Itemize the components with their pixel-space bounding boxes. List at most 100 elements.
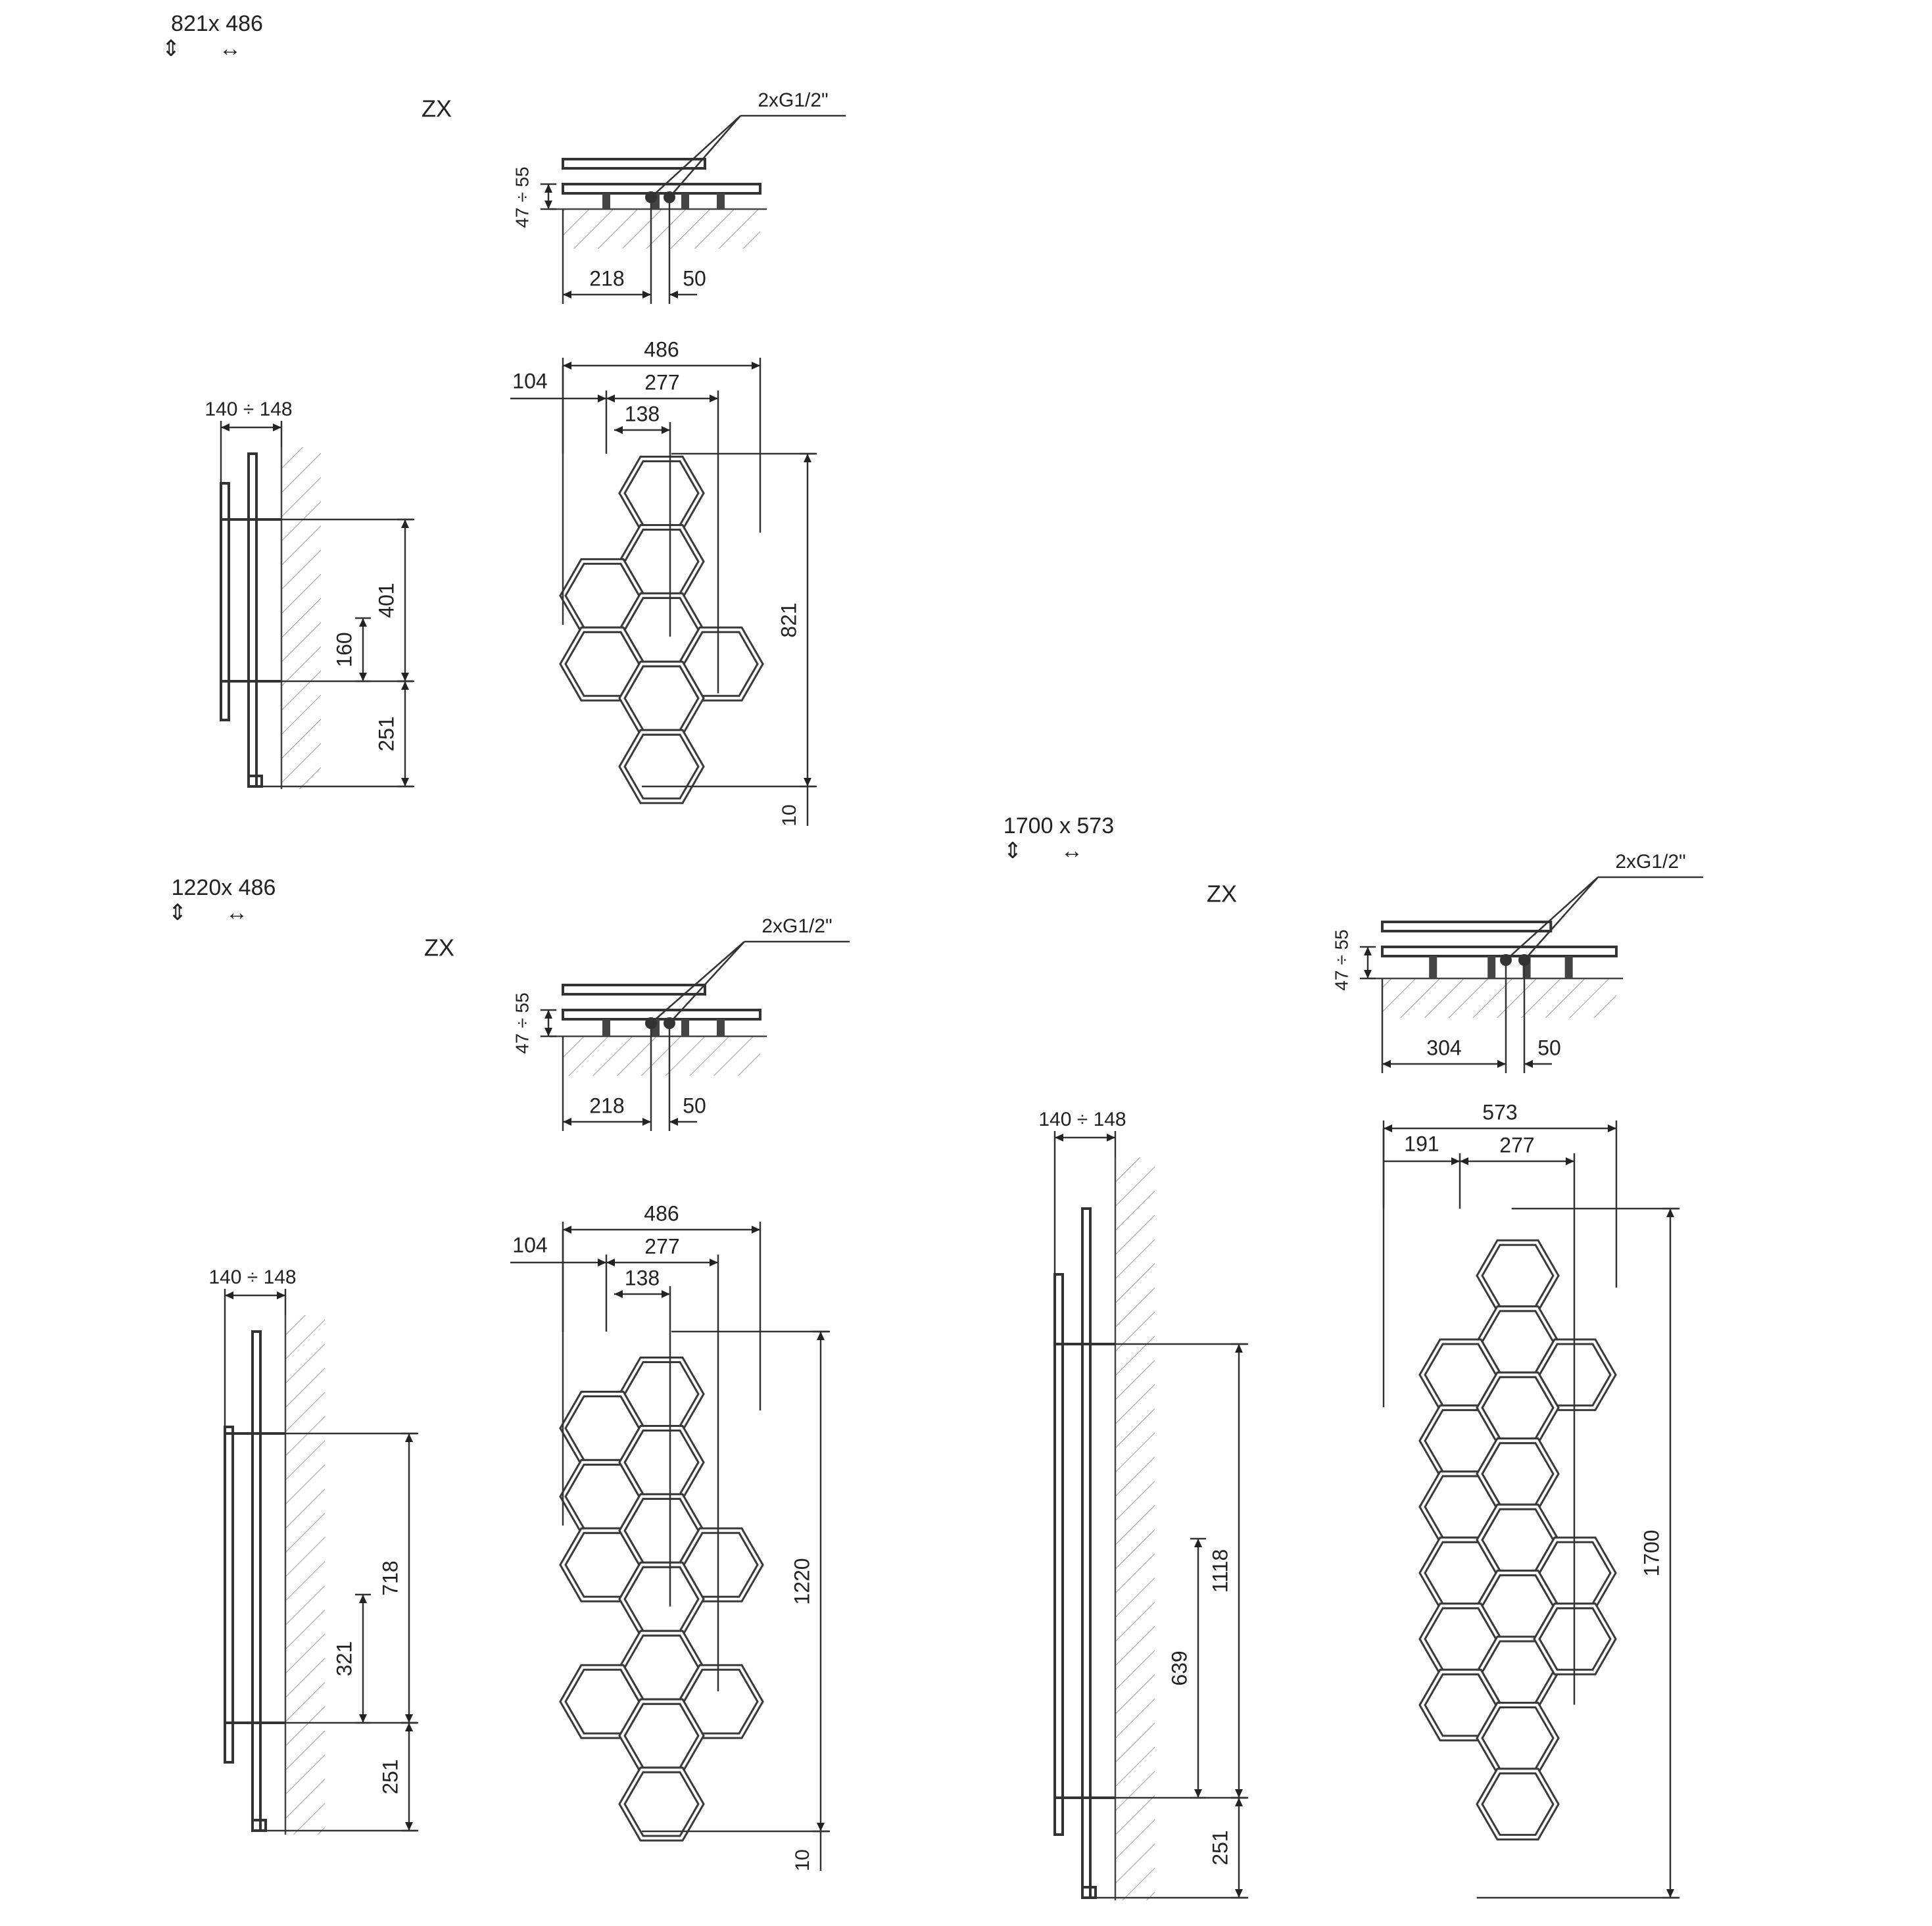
dimension-arrowhead: [221, 423, 229, 431]
offset-left-label: 104: [512, 1233, 547, 1257]
top-view-bracket: [1564, 956, 1573, 978]
top-view-front-bar: [562, 984, 706, 996]
hexagon-cell-inner: [620, 1768, 703, 1840]
dimension-arrowhead: [1384, 1124, 1392, 1132]
side-depth-label: 140 ÷ 148: [208, 1266, 296, 1288]
top-view-front-bar: [562, 158, 706, 170]
wall-hatch-top: [1382, 978, 1616, 1018]
dimension-arrowhead: [817, 1332, 825, 1340]
top-view-rear-bar: [562, 1009, 761, 1021]
dimension-arrowhead: [1608, 1124, 1616, 1132]
dimension-arrowhead: [1666, 1209, 1674, 1217]
dimension-arrowhead: [662, 426, 670, 434]
width-symbol-icon: ↔: [226, 900, 248, 925]
depth-range-label: 47 ÷ 55: [512, 166, 532, 228]
top-view-bracket: [717, 1019, 725, 1036]
side-rail-rear: [247, 452, 258, 788]
side-depth-label: 140 ÷ 148: [205, 398, 292, 420]
wall-hatch-side: [281, 447, 321, 789]
dimension-arrowhead: [606, 395, 615, 402]
top-offset-left-label: 218: [589, 1094, 624, 1117]
dimension-arrowhead: [544, 184, 552, 193]
side-rail-front: [224, 1426, 234, 1764]
spacing-label: 277: [644, 370, 679, 394]
dimension-arrowhead: [752, 1226, 760, 1234]
hexagon-cell-inner: [1535, 1604, 1615, 1673]
width-label: 486: [644, 337, 679, 361]
dimension-arrowhead: [563, 291, 571, 299]
dimension-arrowhead: [642, 291, 651, 299]
top-view-bracket: [717, 193, 725, 209]
dimension-arrowhead: [225, 1291, 233, 1299]
bracket-spacing-lower-label: 639: [1167, 1650, 1191, 1685]
size-label: 821x 486: [171, 11, 263, 36]
top-view-rear-bar: [1381, 946, 1618, 957]
hexagon-cell: [1476, 1239, 1560, 1312]
dimension-arrowhead: [544, 1028, 552, 1036]
top-offset-right-label: 50: [683, 266, 706, 290]
height-symbol-icon: ⇕: [162, 36, 181, 61]
dimension-arrowhead: [1235, 1889, 1243, 1898]
wall-hatch-top: [563, 209, 760, 249]
dimension-arrowhead: [598, 395, 606, 402]
dimension-arrowhead: [598, 1259, 606, 1266]
leader-line: [650, 115, 741, 198]
leader-line: [1524, 877, 1599, 961]
dimension-arrowhead: [1235, 1798, 1243, 1806]
hexagon-cell: [618, 456, 705, 531]
dimension-arrowhead: [405, 1714, 413, 1723]
hexagon-cell: [618, 1561, 705, 1637]
dimension-arrowhead: [1566, 1157, 1574, 1165]
dimension-arrowhead: [1451, 1157, 1460, 1165]
dimension-arrowhead: [614, 1290, 623, 1298]
leader-line: [1505, 877, 1599, 961]
height-label: 821: [777, 602, 800, 637]
bottom-bracket-height-label: 251: [378, 1759, 402, 1794]
bottom-bracket-height-label: 251: [374, 716, 398, 751]
floor-foot: [247, 775, 263, 788]
size-label: 1220x 486: [172, 875, 276, 900]
dimension-arrowhead: [401, 778, 409, 786]
dimension-arrowhead: [1460, 1157, 1468, 1165]
dimension-arrowhead: [1194, 1539, 1202, 1547]
thread-label: 2xG1/2": [1615, 851, 1685, 873]
hexagon-cell: [618, 660, 705, 736]
leader-line: [650, 941, 745, 1024]
dimension-arrowhead: [277, 1291, 285, 1299]
wall-hatch-side: [1115, 1157, 1155, 1900]
hexagon-cell: [618, 1766, 705, 1842]
dimension-arrowhead: [606, 1259, 615, 1266]
hexagon-cell: [1476, 1437, 1560, 1510]
dimension-arrowhead: [1524, 1060, 1533, 1068]
dimension-arrowhead: [563, 1226, 571, 1234]
dimension-arrowhead: [710, 395, 718, 402]
dimension-arrowhead: [1666, 1889, 1674, 1898]
dimension-arrowhead: [804, 454, 811, 462]
hexagon-cell-inner: [620, 731, 703, 802]
dimension-arrowhead: [642, 1118, 651, 1126]
height-symbol-icon: ⇕: [1003, 838, 1023, 863]
hexagon-cell: [1476, 1371, 1560, 1445]
dimension-arrowhead: [710, 1259, 718, 1266]
top-view-bracket: [1429, 956, 1437, 978]
top-offset-left-label: 304: [1426, 1036, 1461, 1059]
side-rail-rear: [251, 1330, 262, 1832]
floor-foot: [251, 1819, 267, 1832]
dimension-arrowhead: [405, 1822, 413, 1831]
bracket-spacing-upper-label: 718: [378, 1560, 402, 1595]
height-label: 1220: [790, 1558, 813, 1604]
connection-code: ZX: [424, 934, 454, 961]
dimension-arrowhead: [804, 778, 811, 786]
top-view-front-bar: [1381, 921, 1553, 932]
width-label: 486: [644, 1201, 679, 1225]
connection-code: ZX: [422, 95, 452, 122]
top-view-bracket: [681, 1019, 689, 1036]
side-rail-front: [1053, 1273, 1064, 1836]
dimension-arrowhead: [1107, 1134, 1115, 1142]
thread-label: 2xG1/2": [758, 89, 828, 111]
dimension-arrowhead: [359, 1714, 367, 1723]
dimension-arrowhead: [401, 681, 409, 690]
